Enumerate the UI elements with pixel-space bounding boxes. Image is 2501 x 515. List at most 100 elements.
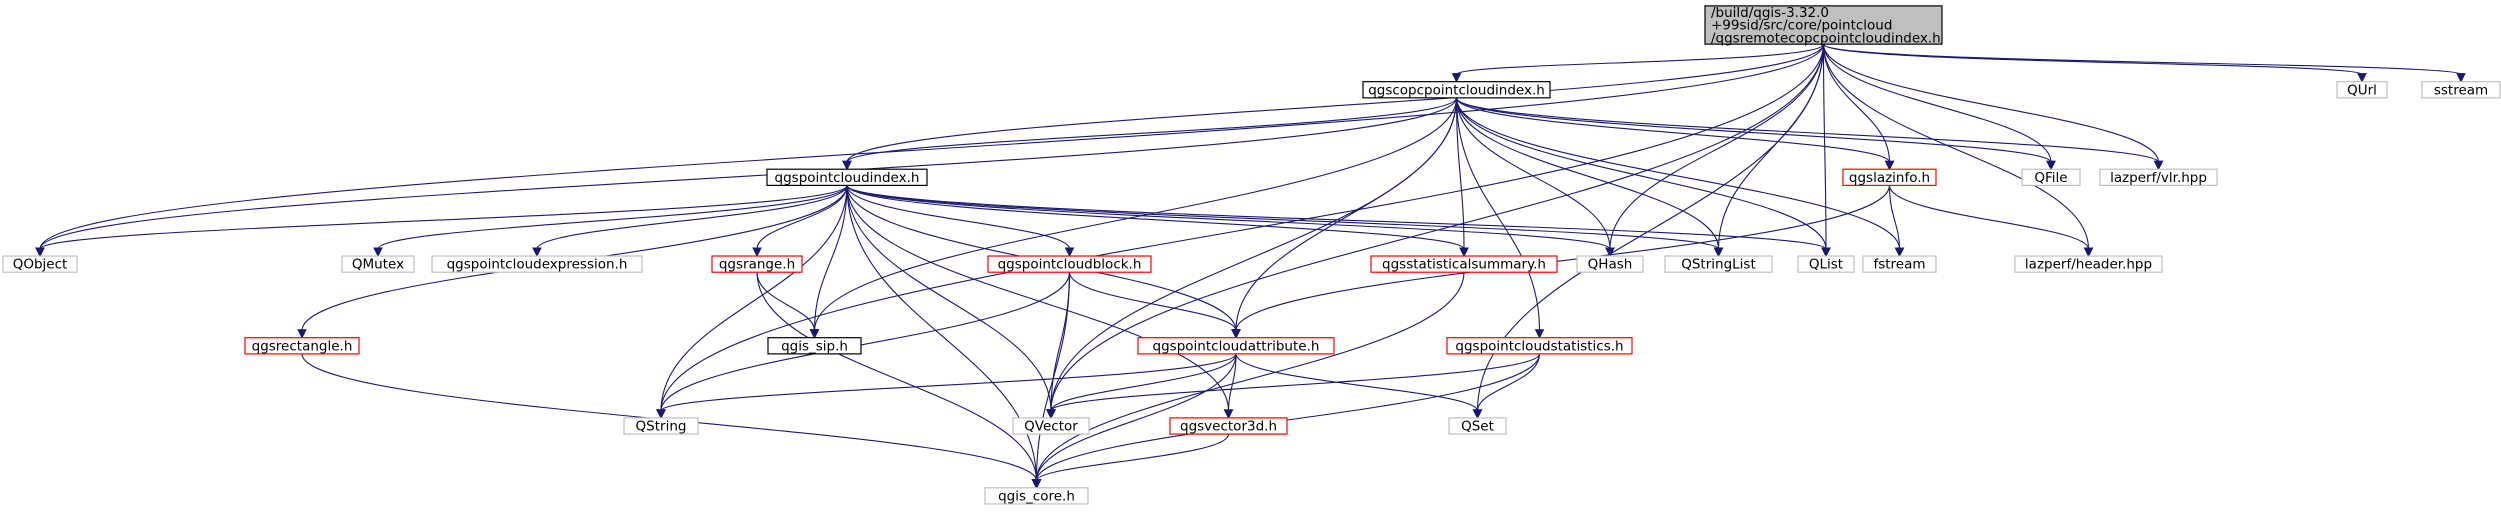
- arrowhead-qgscopcpointcloudindex-to-qgspointcloudindex: [842, 160, 852, 171]
- node-qgslazinfo[interactable]: qgslazinfo.h: [1842, 168, 1937, 186]
- arrowhead-qgscopcpointcloudindex-to-qfile: [2046, 160, 2056, 171]
- node-box-qobject: [2, 255, 78, 273]
- arrowhead-qgspointcloudattribute-to-qgsvector3d: [1223, 409, 1234, 420]
- node-box-qgsrange: [711, 255, 803, 273]
- edge-qgsrange-to-qgis_core: [756, 272, 1038, 481]
- node-box-root: [1704, 5, 1943, 45]
- node-label-qgsrange: qgsrange.h: [719, 257, 795, 273]
- node-fstream: fstream: [1862, 255, 1937, 273]
- edge-qgslazinfo-to-qgspointcloudattribute: [1235, 185, 1891, 331]
- edge-qgscopcpointcloudindex-to-fstream: [1455, 97, 1901, 250]
- node-qobject: QObject: [2, 255, 78, 273]
- edge-qgspointcloudindex-to-qstring: [660, 185, 848, 411]
- node-label-lazperfvlr: lazperf/vlr.hpp: [2110, 170, 2207, 186]
- node-qgspointcloudblock[interactable]: qgspointcloudblock.h: [987, 255, 1152, 273]
- arrowhead-qgspointcloudindex-to-qhash: [1605, 247, 1615, 258]
- node-label-qgspointcloudstatistics: qgspointcloudstatistics.h: [1455, 338, 1623, 354]
- edge-qgspointcloudblock-to-qstring: [660, 272, 1071, 411]
- node-label-qgspointcloudattribute: qgspointcloudattribute.h: [1153, 338, 1320, 354]
- node-label-sstream: sstream: [2434, 82, 2488, 98]
- node-box-qgspointcloudindex: [766, 168, 928, 186]
- node-box-qgsstatisticalsummary: [1370, 255, 1558, 273]
- arrowhead-qgspointcloudindex-to-qstringlist: [1713, 247, 1724, 258]
- edge-root-to-qset: [1476, 44, 1825, 411]
- node-box-sstream: [2421, 81, 2501, 99]
- arrowhead-qgspointcloudblock-to-qgspointcloudattribute: [1231, 329, 1241, 339]
- edge-qgspointcloudindex-to-qobject: [39, 184, 848, 250]
- node-box-qhash: [1576, 255, 1644, 273]
- edge-qgspointcloudindex-to-qgis_core: [846, 185, 1038, 481]
- edge-root-to-qgscopcpointcloudindex: [1455, 43, 1825, 76]
- edge-root-to-qgspointcloudindex: [846, 44, 1825, 163]
- node-qgspointcloudattribute[interactable]: qgspointcloudattribute.h: [1137, 337, 1335, 355]
- node-qgspointcloudstatistics[interactable]: qgspointcloudstatistics.h: [1446, 337, 1633, 355]
- node-box-qgscopcpointcloudindex: [1362, 81, 1551, 99]
- nodes-layer: /build/qgis-3.32.0+99sid/src/core/pointc…: [2, 5, 2501, 505]
- node-box-qmutex: [341, 255, 415, 273]
- node-qgscopcpointcloudindex[interactable]: qgscopcpointcloudindex.h: [1362, 81, 1551, 99]
- node-qgsstatisticalsummary[interactable]: qgsstatisticalsummary.h: [1370, 255, 1558, 273]
- edge-qgscopcpointcloudindex-to-qhash: [1455, 97, 1611, 250]
- edge-qgscopcpointcloudindex-to-qfile: [1455, 97, 2052, 163]
- node-qstringlist: QStringList: [1664, 255, 1773, 273]
- arrowhead-qgspointcloudstatistics-to-qvector: [1046, 409, 1056, 420]
- arrowhead-qgspointcloudindex-to-qgsrectangle: [297, 329, 307, 339]
- node-box-qgspointcloudstatistics: [1446, 337, 1633, 355]
- node-label-lazperfheader: lazperf/header.hpp: [2025, 257, 2152, 273]
- edge-qgscopcpointcloudindex-to-qgslazinfo: [1455, 97, 1891, 163]
- edge-qgspointcloudstatistics-to-qvector: [1050, 353, 1541, 412]
- edge-qgscopcpointcloudindex-to-qvector: [1050, 97, 1458, 411]
- edge-root-to-lazperfvlr: [1822, 44, 2160, 163]
- edge-qgspointcloudindex-to-qmutex: [377, 185, 848, 250]
- node-qgsrectangle[interactable]: qgsrectangle.h: [244, 337, 360, 355]
- node-sstream: sstream: [2421, 81, 2501, 99]
- node-box-qurl: [2336, 81, 2388, 99]
- arrowhead-qgspointcloudindex-to-qmutex: [373, 247, 383, 258]
- edge-qgspointcloudindex-to-qgspointcloudblock: [846, 185, 1071, 250]
- node-label-qhash: QHash: [1588, 257, 1633, 273]
- node-label-qgsstatisticalsummary: qgsstatisticalsummary.h: [1382, 257, 1546, 273]
- edge-qgslazinfo-to-fstream: [1888, 185, 1901, 250]
- node-qgis_core: qgis_core.h: [984, 487, 1089, 505]
- node-root: /build/qgis-3.32.0+99sid/src/core/pointc…: [1704, 5, 1943, 46]
- edge-qgsvector3d-to-qgis_core: [1035, 433, 1230, 482]
- node-label-fstream: fstream: [1873, 257, 1925, 273]
- node-qstring: QString: [623, 417, 699, 435]
- node-qlist: QList: [1797, 255, 1855, 273]
- node-label-qlist: QList: [1809, 257, 1843, 273]
- arrowhead-qgspointcloudindex-to-qobject: [35, 247, 45, 258]
- node-qgspointcloudindex[interactable]: qgspointcloudindex.h: [766, 168, 928, 186]
- edge-qgspointcloudattribute-to-qvector: [1050, 353, 1237, 412]
- node-label-qgspointcloudexpression: qgspointcloudexpression.h: [447, 257, 628, 273]
- node-qfile: QFile: [2021, 168, 2081, 186]
- node-label-qstringlist: QStringList: [1681, 257, 1756, 273]
- edge-root-to-qurl: [1822, 43, 2363, 76]
- node-box-qgspointcloudattribute: [1137, 337, 1335, 355]
- node-label-qfile: QFile: [2034, 170, 2067, 186]
- node-qurl: QUrl: [2336, 81, 2388, 99]
- node-label-root-line-2: +99sid/src/core/pointcloud: [1711, 18, 1892, 34]
- node-box-qgsvector3d: [1169, 417, 1288, 435]
- edge-qgspointcloudindex-to-qlist: [846, 184, 1827, 250]
- arrowhead-root-to-qgscopcpointcloudindex: [1451, 73, 1462, 83]
- edge-qgspointcloudattribute-to-qset: [1235, 353, 1479, 412]
- node-label-qstring: QString: [636, 418, 687, 434]
- node-box-qgis_core: [984, 487, 1089, 505]
- node-qgis_sip[interactable]: qgis_sip.h: [767, 337, 862, 355]
- edge-qgscopcpointcloudindex-to-qgsstatisticalsummary: [1455, 97, 1465, 250]
- node-qgsvector3d[interactable]: qgsvector3d.h: [1169, 417, 1288, 435]
- arrowhead-qgspointcloudindex-to-qgsrange: [752, 247, 762, 258]
- edge-root-to-qhash: [1609, 44, 1825, 250]
- node-qhash: QHash: [1576, 255, 1644, 273]
- edge-qgscopcpointcloudindex-to-lazperfvlr: [1455, 97, 2160, 163]
- edge-root-to-lazperfheader: [1822, 44, 2090, 250]
- edge-qgspointcloudattribute-to-qstring: [660, 353, 1237, 412]
- node-qmutex: QMutex: [341, 255, 415, 273]
- arrowhead-qgslazinfo-to-lazperfheader: [2083, 247, 2094, 258]
- edge-root-to-qgslazinfo: [1822, 44, 1891, 163]
- edge-qgspointcloudindex-to-qhash: [846, 184, 1611, 250]
- node-box-qgspointcloudexpression: [431, 255, 643, 273]
- edge-qgspointcloudattribute-to-qgis_core: [1035, 353, 1237, 481]
- edge-qgspointcloudindex-to-qstringlist: [846, 184, 1720, 250]
- node-qgsrange[interactable]: qgsrange.h: [711, 255, 803, 273]
